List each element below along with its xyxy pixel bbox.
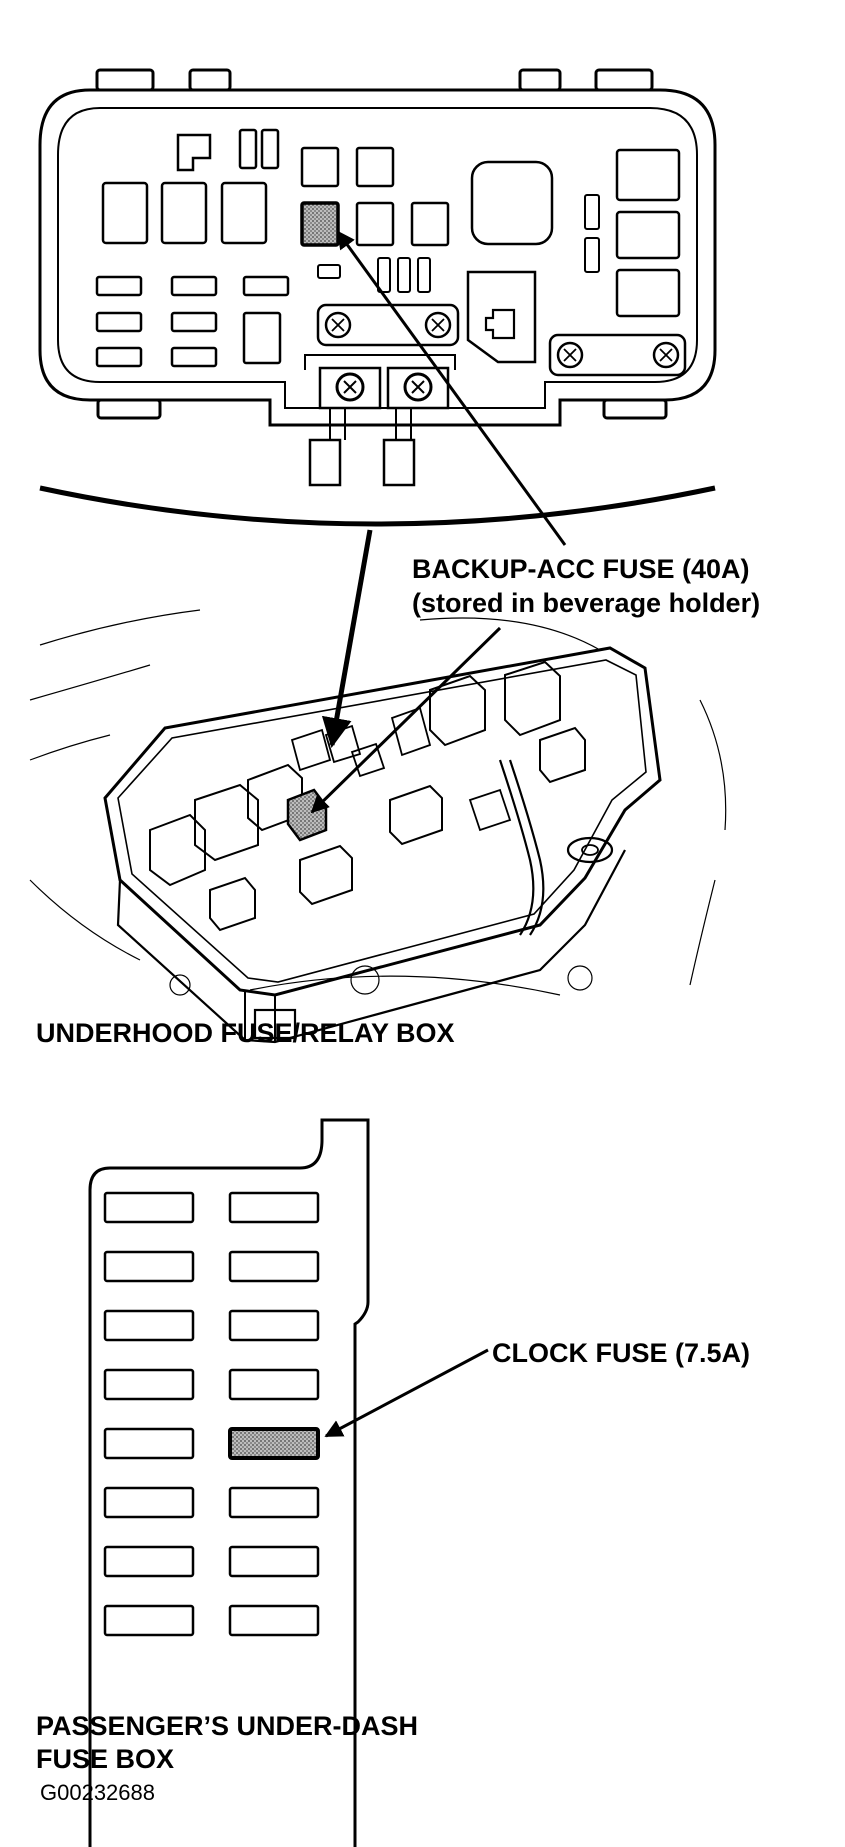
passenger-box-title-line2: FUSE BOX: [36, 1744, 174, 1774]
fuse-slot: [103, 1545, 195, 1578]
fuse-slot: [103, 1427, 195, 1460]
backup-fuse-label-line2: (stored in beverage holder): [412, 588, 760, 618]
fuse-slot: [103, 1604, 195, 1637]
passenger-box-title-line1: PASSENGER’S UNDER-DASH: [36, 1711, 418, 1741]
under-dash-fuse-box: [88, 1118, 370, 1847]
clock-fuse-label: CLOCK FUSE (7.5A): [492, 1338, 750, 1368]
underhood-box-title: UNDERHOOD FUSE/RELAY BOX: [36, 1018, 455, 1048]
backup-fuse-label-line1: BACKUP-ACC FUSE (40A): [412, 554, 750, 584]
fuse-slot: [103, 1486, 195, 1519]
fuse-slot: [103, 1250, 195, 1283]
zoom-arrow: [321, 529, 373, 748]
underhood-box-top-view: [38, 68, 717, 487]
fuse-slot: [228, 1191, 320, 1224]
magnifier-arc: [39, 485, 716, 527]
backup-fuse-leader-top: [336, 230, 567, 546]
underhood-box-perspective: [29, 609, 727, 1044]
figure-code: G00232688: [40, 1780, 155, 1805]
backup-fuse-leader-perspective: [310, 626, 502, 814]
fuse-slot: [228, 1368, 320, 1401]
fuse-slot: [103, 1368, 195, 1401]
backup-acc-fuse-slot-perspective: [286, 788, 328, 842]
fuse-slot: [228, 1604, 320, 1637]
fuse-slot: [228, 1545, 320, 1578]
fuse-slot: [103, 1309, 195, 1342]
fuse-slot: [228, 1309, 320, 1342]
under-dash-fuse-grid: [103, 1191, 320, 1637]
clock-fuse-leader: [324, 1348, 489, 1438]
backup-acc-fuse-slot-top: [300, 201, 340, 247]
fuse-slot: [103, 1191, 195, 1224]
fuse-slot: [228, 1486, 320, 1519]
clock-fuse-slot: [228, 1427, 320, 1460]
fuse-slot: [228, 1250, 320, 1283]
